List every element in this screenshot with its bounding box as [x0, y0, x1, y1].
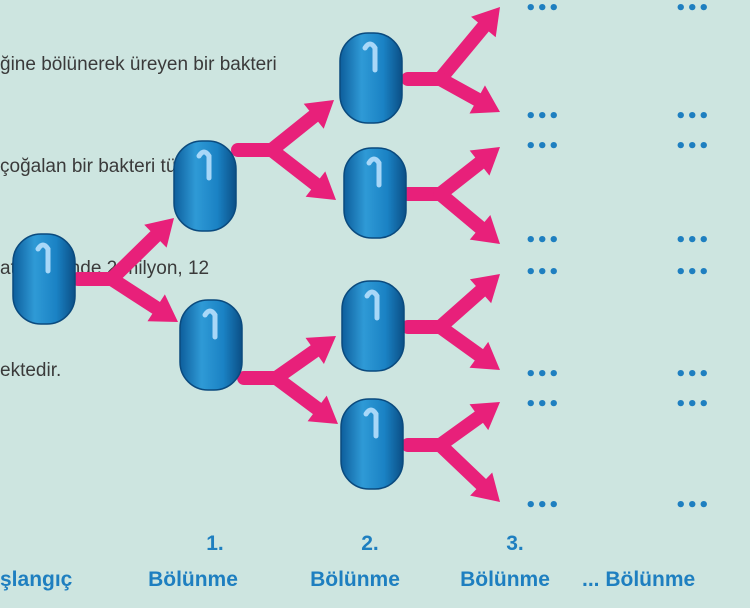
stage-label-start: şlangıç — [0, 568, 73, 591]
bacterium-gen2-1 — [339, 32, 403, 124]
split-arrow-1a — [231, 100, 336, 200]
stage-number-1: 1. — [206, 532, 224, 555]
ellipsis-gen3-3: ••• — [525, 136, 560, 157]
split-arrow-1b — [237, 336, 338, 424]
ellipsis-gen3-1: ••• — [525, 0, 560, 19]
stage-number-3: 3. — [506, 532, 524, 555]
ellipsis-gen3-6: ••• — [525, 364, 560, 385]
ellipsis-genn-1: ••• — [675, 0, 710, 19]
bacterium-start — [12, 233, 76, 325]
ellipsis-gen3-2: ••• — [525, 106, 560, 127]
split-arrow-2-2 — [401, 274, 500, 370]
stage-label-3: Bölünme — [460, 568, 550, 591]
ellipsis-genn-8: ••• — [675, 495, 710, 516]
ellipsis-genn-6: ••• — [675, 364, 710, 385]
ellipsis-genn-3: ••• — [675, 136, 710, 157]
ellipsis-gen3-4: ••• — [525, 230, 560, 251]
bacterium-gen2-3 — [341, 280, 405, 372]
intro-line: ektedir. — [0, 360, 62, 381]
ellipsis-genn-7: ••• — [675, 394, 710, 415]
ellipsis-markers: ••• ••• ••• ••• ••• ••• ••• ••• ••• ••• ••• ••• ••• •… — [525, 0, 710, 516]
split-arrow-2-1 — [401, 147, 500, 244]
ellipsis-gen3-5: ••• — [525, 262, 560, 283]
stage-label-n: ... Bölünme — [582, 568, 696, 591]
intro-line: ğine bölünerek üreyen bir bakteri — [0, 54, 277, 75]
division-arrows — [71, 7, 500, 502]
bacteria-cells — [12, 32, 407, 490]
bacterium-gen1-1 — [173, 140, 237, 232]
stage-label-1: Bölünme — [148, 568, 238, 591]
ellipsis-gen3-7: ••• — [525, 394, 560, 415]
stage-label-2: Bölünme — [310, 568, 400, 591]
split-arrow-2-3 — [401, 402, 500, 502]
stage-number-2: 2. — [361, 532, 379, 555]
bacterium-gen1-2 — [179, 299, 243, 391]
ellipsis-genn-5: ••• — [675, 262, 710, 283]
split-arrow-2-0 — [401, 7, 500, 114]
ellipsis-genn-4: ••• — [675, 230, 710, 251]
ellipsis-gen3-8: ••• — [525, 495, 560, 516]
split-arrow-0 — [71, 218, 178, 322]
bacterium-gen2-4 — [340, 398, 404, 490]
ellipsis-genn-2: ••• — [675, 106, 710, 127]
bacterium-gen2-2 — [343, 147, 407, 239]
